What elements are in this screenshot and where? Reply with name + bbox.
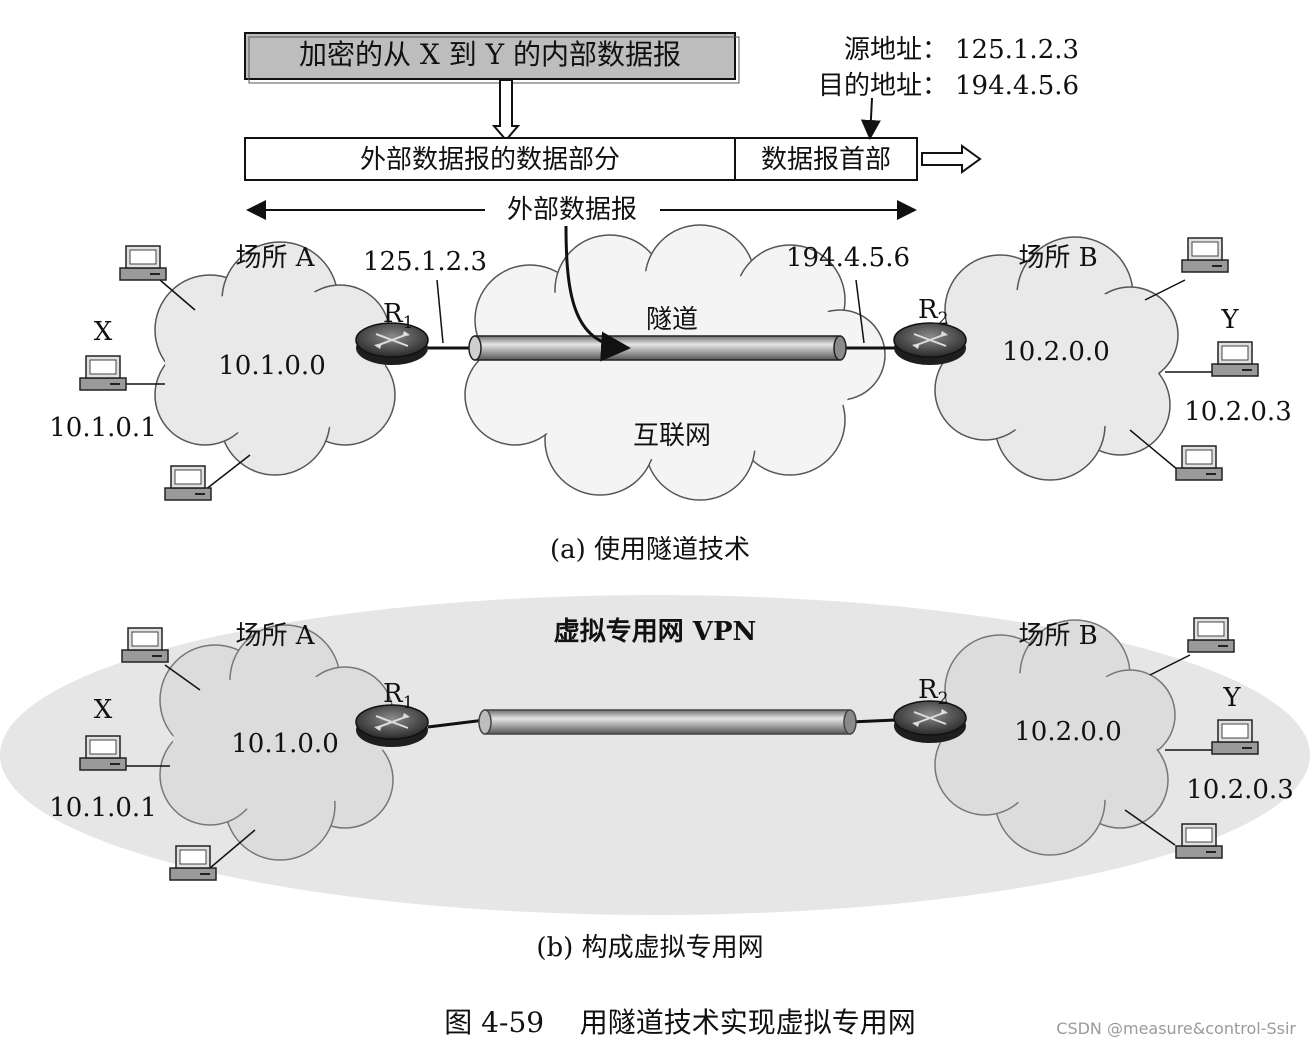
encapsulate-arrow [491, 79, 521, 142]
router-r1-icon [355, 704, 429, 748]
computer-icon [1187, 617, 1235, 653]
caption-a: (a) 使用隧道技术 [550, 535, 750, 565]
internet-label: 互联网 [633, 421, 711, 451]
net-b-label: 10.2.0.0 [1014, 717, 1122, 747]
inner-datagram-label: 加密的从 X 到 Y 的内部数据报 [299, 38, 681, 71]
watermark: CSDN @measure&control-Ssir [1056, 1019, 1296, 1038]
panel-b-network: 场所 A 场所 B 虚拟专用网 VPN 10.1.0.0 10.2.0.0 X … [0, 595, 1310, 963]
panel-a-network: 场所 A 场所 B 125.1.2.3 194.4.5.6 隧道 互联网 10.… [49, 224, 1292, 565]
inner-datagram-box [244, 32, 736, 80]
router-r2-label: R2 [918, 675, 948, 709]
figure-caption: 图 4-59 用隧道技术实现虚拟专用网 [444, 1006, 915, 1039]
tunnel-label: 隧道 [646, 305, 698, 335]
computer-icon [169, 845, 217, 881]
host-y-label: Y [1220, 305, 1239, 335]
outer-data-part-box [244, 137, 736, 181]
router-r2-label: R2 [918, 295, 948, 329]
r2-ip-label: 194.4.5.6 [786, 243, 910, 273]
net-b-label: 10.2.0.0 [1002, 337, 1110, 367]
host-y-ip: 10.2.0.3 [1186, 775, 1294, 805]
computer-icon [119, 245, 167, 281]
send-arrow [921, 144, 982, 174]
site-b-cloud [934, 619, 1176, 856]
site-b-label: 场所 B [1018, 621, 1097, 651]
site-a-cloud [154, 241, 396, 476]
internet-cloud [464, 224, 886, 501]
vpn-tunnel-pipe [478, 709, 857, 735]
outer-datagram-label: 外部数据报 [507, 195, 637, 225]
site-b-label: 场所 B [1018, 243, 1097, 273]
router-r1-icon [355, 322, 429, 366]
computer-icon [1181, 237, 1229, 273]
net-a-label: 10.1.0.0 [218, 351, 326, 381]
computer-icon [1175, 445, 1223, 481]
computer-icon [164, 465, 212, 501]
outer-data-part-label: 外部数据报的数据部分 [360, 145, 620, 175]
router-r2-icon [893, 322, 967, 366]
host-x-ip: 10.1.0.1 [49, 793, 157, 823]
r1-ip-label: 125.1.2.3 [363, 247, 487, 277]
encapsulation-diagram: 加密的从 X 到 Y 的内部数据报 外部数据报的数据部分 数据报首部 源地址： … [244, 32, 1079, 225]
destination-address: 194.4.5.6 [955, 71, 1079, 101]
site-a-label: 场所 A [235, 621, 315, 651]
host-x-computer-icon [79, 355, 127, 391]
site-a-cloud [159, 624, 394, 861]
router-r2-icon [893, 700, 967, 744]
source-address-label: 源地址： [844, 35, 948, 65]
host-x-label: X [94, 317, 113, 347]
vpn-label: 虚拟专用网 VPN [554, 617, 757, 647]
host-y-computer-icon [1211, 719, 1259, 755]
host-y-label: Y [1222, 683, 1241, 713]
site-b-cloud [934, 236, 1179, 481]
datagram-into-tunnel-arrow [564, 225, 631, 362]
caption-b: (b) 构成虚拟专用网 [536, 933, 763, 963]
router-r1-label: R1 [383, 679, 413, 713]
host-x-ip: 10.1.0.1 [49, 413, 157, 443]
source-address: 125.1.2.3 [955, 35, 1079, 65]
destination-address-label: 目的地址： [818, 71, 948, 101]
net-a-label: 10.1.0.0 [231, 729, 339, 759]
host-x-computer-icon [79, 735, 127, 771]
site-a-label: 场所 A [235, 243, 315, 273]
tunnel-pipe [468, 335, 847, 361]
outer-header-box [734, 137, 918, 181]
host-y-ip: 10.2.0.3 [1184, 397, 1292, 427]
computer-icon [121, 627, 169, 663]
outer-header-label: 数据报首部 [761, 145, 891, 175]
computer-icon [1175, 823, 1223, 859]
host-y-computer-icon [1211, 341, 1259, 377]
header-pointer [860, 97, 881, 140]
router-r1-label: R1 [383, 299, 413, 333]
host-x-label: X [94, 695, 113, 725]
